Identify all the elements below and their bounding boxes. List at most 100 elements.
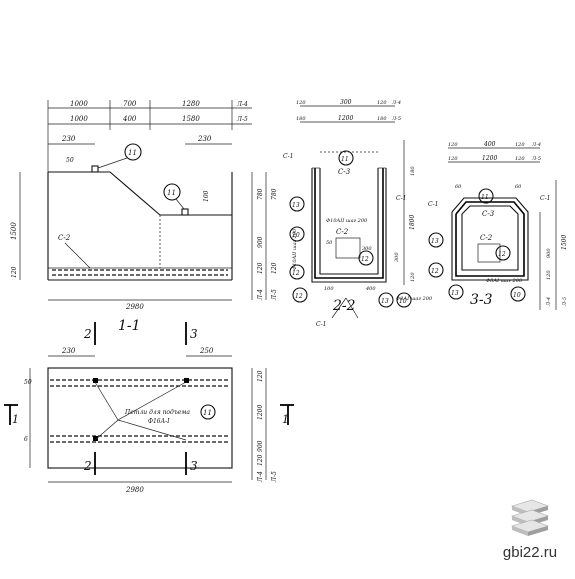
dim-50: 50 [66, 157, 74, 164]
watermark: gbi22.ru [495, 498, 565, 561]
section-3-3: 120 400 120 Л-4 120 1200 120 Л-5 60 60 С… [428, 141, 568, 310]
s22-top2-180a: 180 [296, 116, 306, 122]
s22-mark-13b: 13 [381, 298, 389, 305]
section-title-1-1: 1-1 [118, 318, 141, 334]
s22-rebar-note-2: Ф10АII шаг 200 [292, 228, 298, 270]
cut-mark-2-bottom: 2 [83, 459, 92, 473]
plan-rdim-l5: Л-5 [271, 471, 278, 483]
s22-c1-left: С-1 [283, 153, 293, 160]
s33-c2: С-2 [480, 234, 493, 242]
plan-rdim-1200: 1200 [257, 405, 264, 420]
s33-mark-13: 13 [431, 238, 439, 245]
plan-total-2980: 2980 [125, 486, 144, 494]
callout-11-circle [124, 143, 142, 161]
rdim-120: 120 [257, 262, 264, 274]
plan-left-6: 6 [24, 436, 28, 443]
rdim-780: 780 [257, 188, 264, 200]
plan-dim-250: 250 [199, 347, 214, 355]
watermark-text: gbi22.ru [502, 544, 558, 561]
callout-11: 11 [128, 149, 137, 157]
s33-c1-right: С-1 [540, 195, 550, 202]
s33-top-120b: 120 [515, 142, 525, 148]
dim-l4: Л-4 [236, 101, 248, 108]
s33-top2-120a: 120 [448, 156, 458, 162]
cut-mark-2-top: 2 [83, 327, 92, 341]
s33-side-120: 120 [546, 270, 552, 280]
lifting-loops-note: Петли для подъема [124, 409, 190, 416]
s22-top-300: 300 [340, 99, 352, 106]
s33-mark-10: 10 [513, 292, 521, 299]
s33-top-l4: Л-4 [531, 142, 541, 148]
dim-700: 700 [123, 100, 137, 108]
rdim-l4: Л-4 [257, 289, 264, 301]
s33-c3: С-3 [482, 210, 495, 218]
s22-side-180: 180 [410, 166, 416, 176]
s22-mark-10b: 10 [399, 298, 407, 305]
s22-top2-180b: 180 [377, 116, 387, 122]
s22-dim-50: 50 [326, 240, 333, 246]
rdim-780b: 780 [271, 188, 278, 200]
dim-1280: 1280 [182, 100, 200, 108]
label-c2: С-2 [58, 234, 71, 242]
s22-top2-l5: Л-5 [391, 116, 401, 122]
dim-400: 400 [122, 115, 137, 123]
s33-side-l4: Л-4 [546, 297, 552, 307]
s22-mark-12b: 12 [295, 293, 303, 300]
dim-230: 230 [61, 135, 76, 143]
s33-top2-l5: Л-5 [531, 156, 541, 162]
s33-mark-12: 12 [431, 268, 439, 275]
s33-top-120a: 120 [448, 142, 458, 148]
cut-mark-1-right: 1 [282, 413, 289, 426]
plan-dim-230: 230 [61, 347, 76, 355]
s22-side-300: 300 [394, 252, 400, 262]
rdim-120b: 120 [271, 262, 278, 274]
dim-1000: 1000 [70, 100, 88, 108]
section-title-3-3: 3-3 [470, 292, 493, 308]
plan-view: 2 3 230 250 Петли для подъема Ф16А-I 11 … [4, 322, 294, 494]
dim-120-left: 120 [11, 266, 18, 278]
s22-mark-13: 13 [292, 202, 300, 209]
s22-dim-300: 300 [362, 246, 372, 252]
dim-1000b: 1000 [70, 115, 88, 123]
s22-top-120b: 120 [377, 100, 387, 106]
elevation-view: 1000 700 1280 Л-4 1000 400 1580 Л-5 230 … [10, 100, 278, 334]
s22-c3: С-3 [338, 168, 351, 176]
dim-1500: 1500 [10, 222, 18, 240]
s22-mark-11: 11 [341, 156, 349, 163]
dim-1580: 1580 [182, 115, 200, 123]
dim-100: 100 [203, 190, 210, 202]
plan-left-50: 50 [24, 379, 32, 386]
lifting-loops-rebar: Ф16А-I [148, 418, 170, 425]
stacked-slabs-icon [511, 499, 549, 536]
section-title-2-2: 2-2 [332, 298, 356, 314]
s22-c2: С-2 [336, 228, 349, 236]
s22-top-l4: Л-4 [391, 100, 401, 106]
s33-mark-12b: 12 [498, 251, 506, 258]
cut-mark-3-top: 3 [190, 327, 198, 341]
s33-dim-60b: 60 [515, 184, 522, 190]
s33-top2-120b: 120 [515, 156, 525, 162]
rdim-l5: Л-5 [271, 289, 278, 301]
dim-l5: Л-5 [236, 116, 248, 123]
s33-side-900: 900 [546, 248, 552, 258]
dim-230b: 230 [197, 135, 212, 143]
s22-top-120a: 120 [296, 100, 306, 106]
s33-side-l5: Л-5 [562, 297, 568, 307]
s33-c1-left: С-1 [428, 201, 438, 208]
s22-side-120: 120 [410, 272, 416, 282]
total-2980: 2980 [125, 303, 144, 311]
callout-11b: 11 [167, 189, 176, 197]
s22-mark-10: 10 [292, 232, 300, 239]
s22-mark-12a: 12 [292, 270, 300, 277]
s22-dim-100: 100 [324, 286, 334, 292]
s22-c1-right: С-1 [396, 195, 406, 202]
plan-rdim-900: 900 [257, 440, 264, 452]
s33-rebar-note: Ф8АI шаг 200 [486, 278, 523, 284]
plan-rdim-120b: 120 [257, 454, 264, 466]
s33-mark-13b: 13 [451, 290, 459, 297]
s33-mark-11: 11 [481, 194, 489, 201]
s33-dim-60a: 60 [455, 184, 462, 190]
s22-c1-bottom: С-1 [316, 321, 326, 328]
plan-rdim-120: 120 [257, 370, 264, 382]
